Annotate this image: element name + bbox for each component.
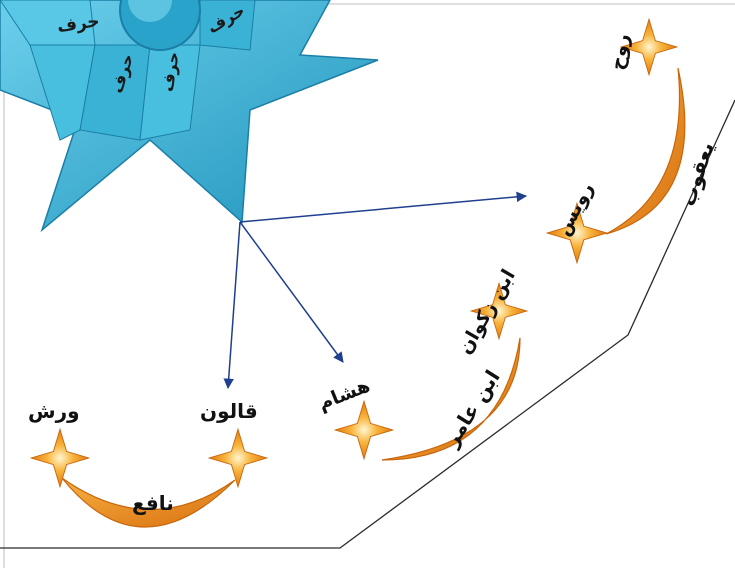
yaqub-crescent bbox=[605, 67, 686, 235]
blue-star: حرف حرف حرف حرف bbox=[0, 0, 379, 233]
nafi-group: نافع ورش قالون bbox=[28, 399, 268, 528]
ibn-amir-crescent bbox=[381, 337, 521, 461]
arrow-to-hisham bbox=[239, 221, 344, 363]
reader-name-nafi: نافع bbox=[132, 491, 174, 515]
blue-star-ray bbox=[199, 0, 256, 51]
blue-star-center-highlight bbox=[128, 0, 172, 22]
warsh-star bbox=[30, 428, 90, 488]
arrow-to-qalun bbox=[223, 221, 241, 390]
narrator-qalun: قالون bbox=[200, 399, 258, 423]
narrator-warsh: ورش bbox=[28, 399, 80, 423]
blue-star-ray bbox=[139, 44, 201, 141]
blue-star-ray bbox=[0, 0, 96, 46]
nafi-crescent bbox=[61, 477, 236, 528]
hisham-star bbox=[334, 400, 394, 460]
arrow-to-ruways bbox=[239, 191, 528, 223]
yaqub-group: رويس روح يعقوب bbox=[546, 18, 719, 264]
qalun-star bbox=[208, 428, 268, 488]
narrator-rawh: روح bbox=[606, 32, 634, 72]
boundary-line bbox=[0, 99, 735, 549]
ibn-amir-group: هشام ابن زكوان ابن عامر bbox=[315, 266, 528, 461]
